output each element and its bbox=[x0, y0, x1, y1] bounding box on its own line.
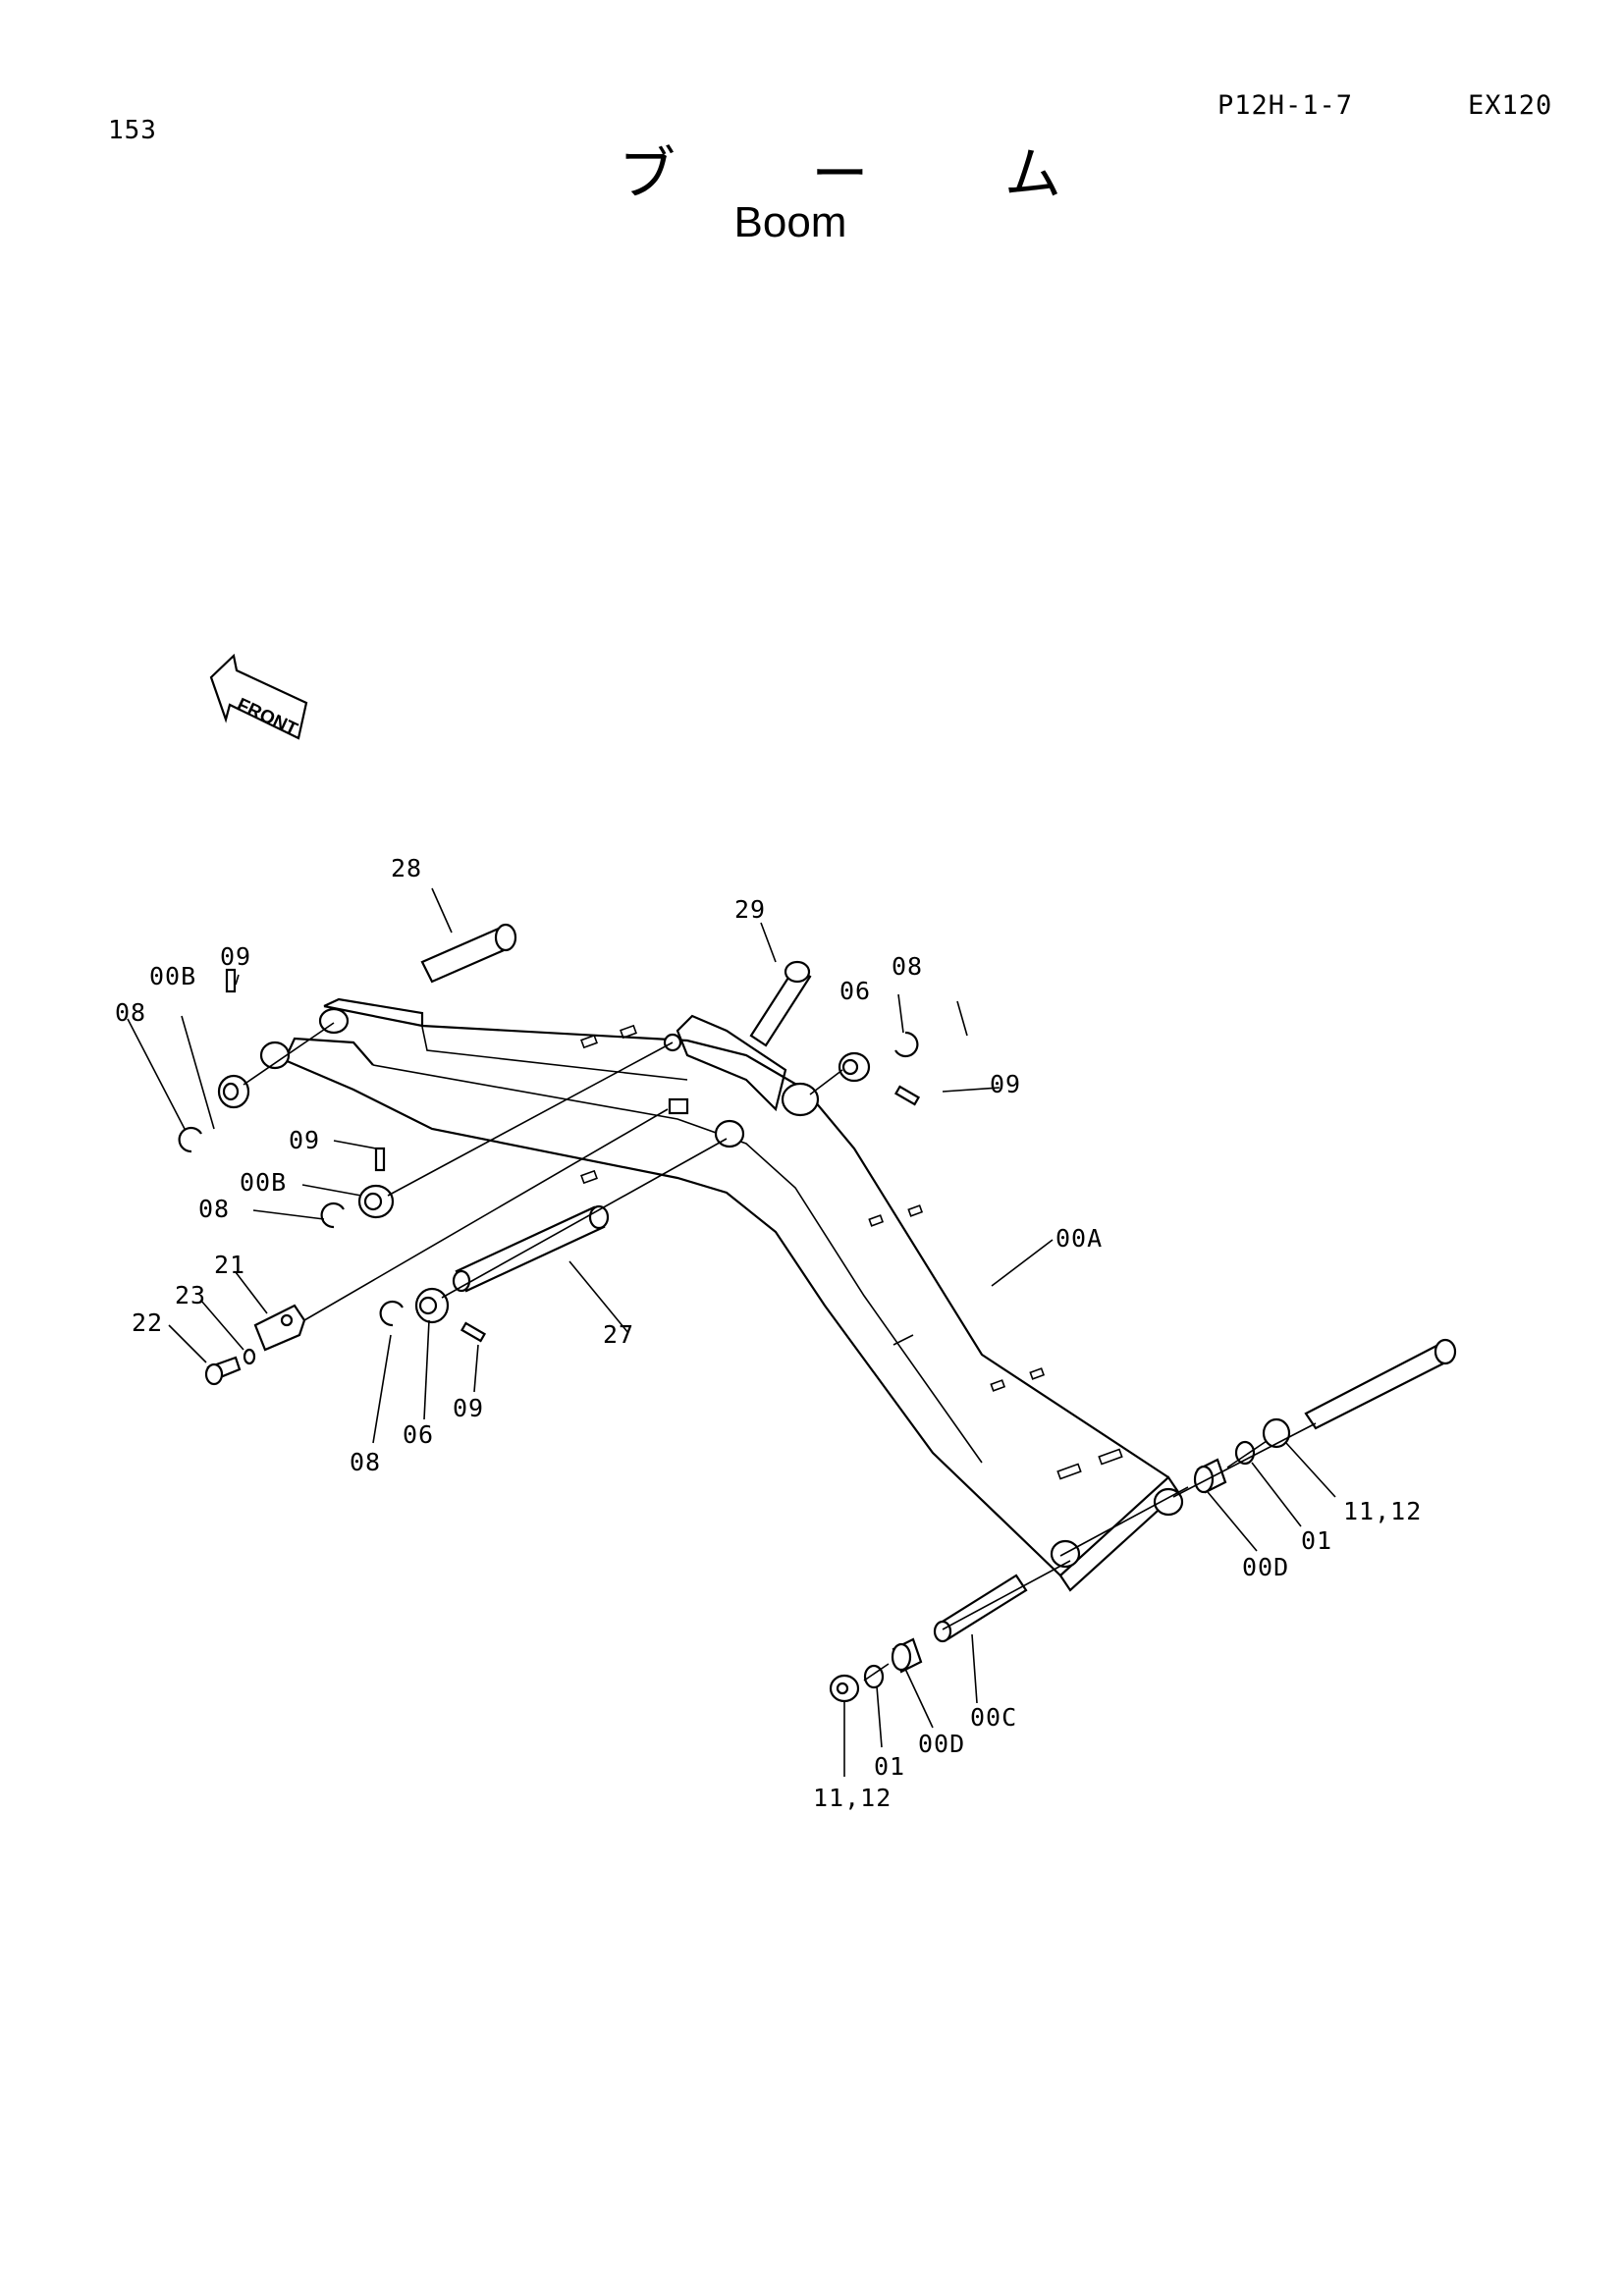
document-code: P12H-1-7 bbox=[1217, 90, 1354, 121]
pin-09-mid bbox=[374, 1147, 386, 1172]
label-11-12-bottom: 11,12 bbox=[813, 1784, 892, 1812]
label-06-top-right: 06 bbox=[839, 977, 871, 1005]
front-arrow-icon: FRONT bbox=[209, 653, 308, 740]
boom-body bbox=[259, 997, 1184, 1592]
ring-08-top-left bbox=[178, 1126, 202, 1153]
machine-model: EX120 bbox=[1468, 90, 1553, 121]
label-22: 22 bbox=[132, 1308, 163, 1337]
pin-29 bbox=[749, 960, 812, 1047]
label-00B-mid: 00B bbox=[240, 1168, 287, 1197]
pin-28 bbox=[420, 923, 517, 984]
ring-08-mid bbox=[320, 1201, 345, 1229]
pin-09-top-right bbox=[893, 1085, 921, 1106]
page-number: 153 bbox=[108, 116, 157, 145]
label-01-bottom: 01 bbox=[874, 1752, 905, 1781]
label-06-low: 06 bbox=[403, 1420, 434, 1449]
pin-09-top-left bbox=[225, 968, 237, 993]
pin-09-low bbox=[460, 1321, 487, 1343]
bracket-21 bbox=[253, 1304, 306, 1352]
ring-08-top-right bbox=[894, 1031, 919, 1058]
label-00D-bottom: 00D bbox=[918, 1730, 965, 1758]
label-27: 27 bbox=[603, 1320, 634, 1349]
label-08-top-right: 08 bbox=[892, 952, 923, 981]
washer-23 bbox=[243, 1348, 256, 1365]
label-00D-right: 00D bbox=[1242, 1553, 1289, 1581]
label-11-12-right: 11,12 bbox=[1343, 1497, 1422, 1525]
label-00B-top: 00B bbox=[149, 962, 196, 990]
label-00C: 00C bbox=[970, 1703, 1017, 1732]
label-09-top-right: 09 bbox=[990, 1070, 1021, 1098]
label-00A: 00A bbox=[1055, 1224, 1103, 1253]
label-28: 28 bbox=[391, 854, 422, 882]
label-09-mid: 09 bbox=[289, 1126, 320, 1154]
label-08-mid: 08 bbox=[198, 1195, 230, 1223]
label-09-low: 09 bbox=[453, 1394, 484, 1422]
title-english: Boom bbox=[733, 198, 847, 246]
pin-27 bbox=[452, 1204, 610, 1293]
label-09-top-left: 09 bbox=[220, 942, 251, 971]
ring-08-low bbox=[379, 1300, 404, 1327]
title-japanese: ブ ー ム bbox=[619, 140, 1120, 207]
label-29: 29 bbox=[734, 895, 766, 924]
label-21: 21 bbox=[214, 1251, 245, 1279]
label-01-right: 01 bbox=[1301, 1526, 1332, 1555]
label-23: 23 bbox=[175, 1281, 206, 1309]
pin-front bbox=[1304, 1338, 1457, 1430]
label-08-top-left: 08 bbox=[115, 998, 146, 1027]
label-08-low: 08 bbox=[350, 1448, 381, 1476]
front-arrow-label: FRONT bbox=[234, 694, 301, 740]
